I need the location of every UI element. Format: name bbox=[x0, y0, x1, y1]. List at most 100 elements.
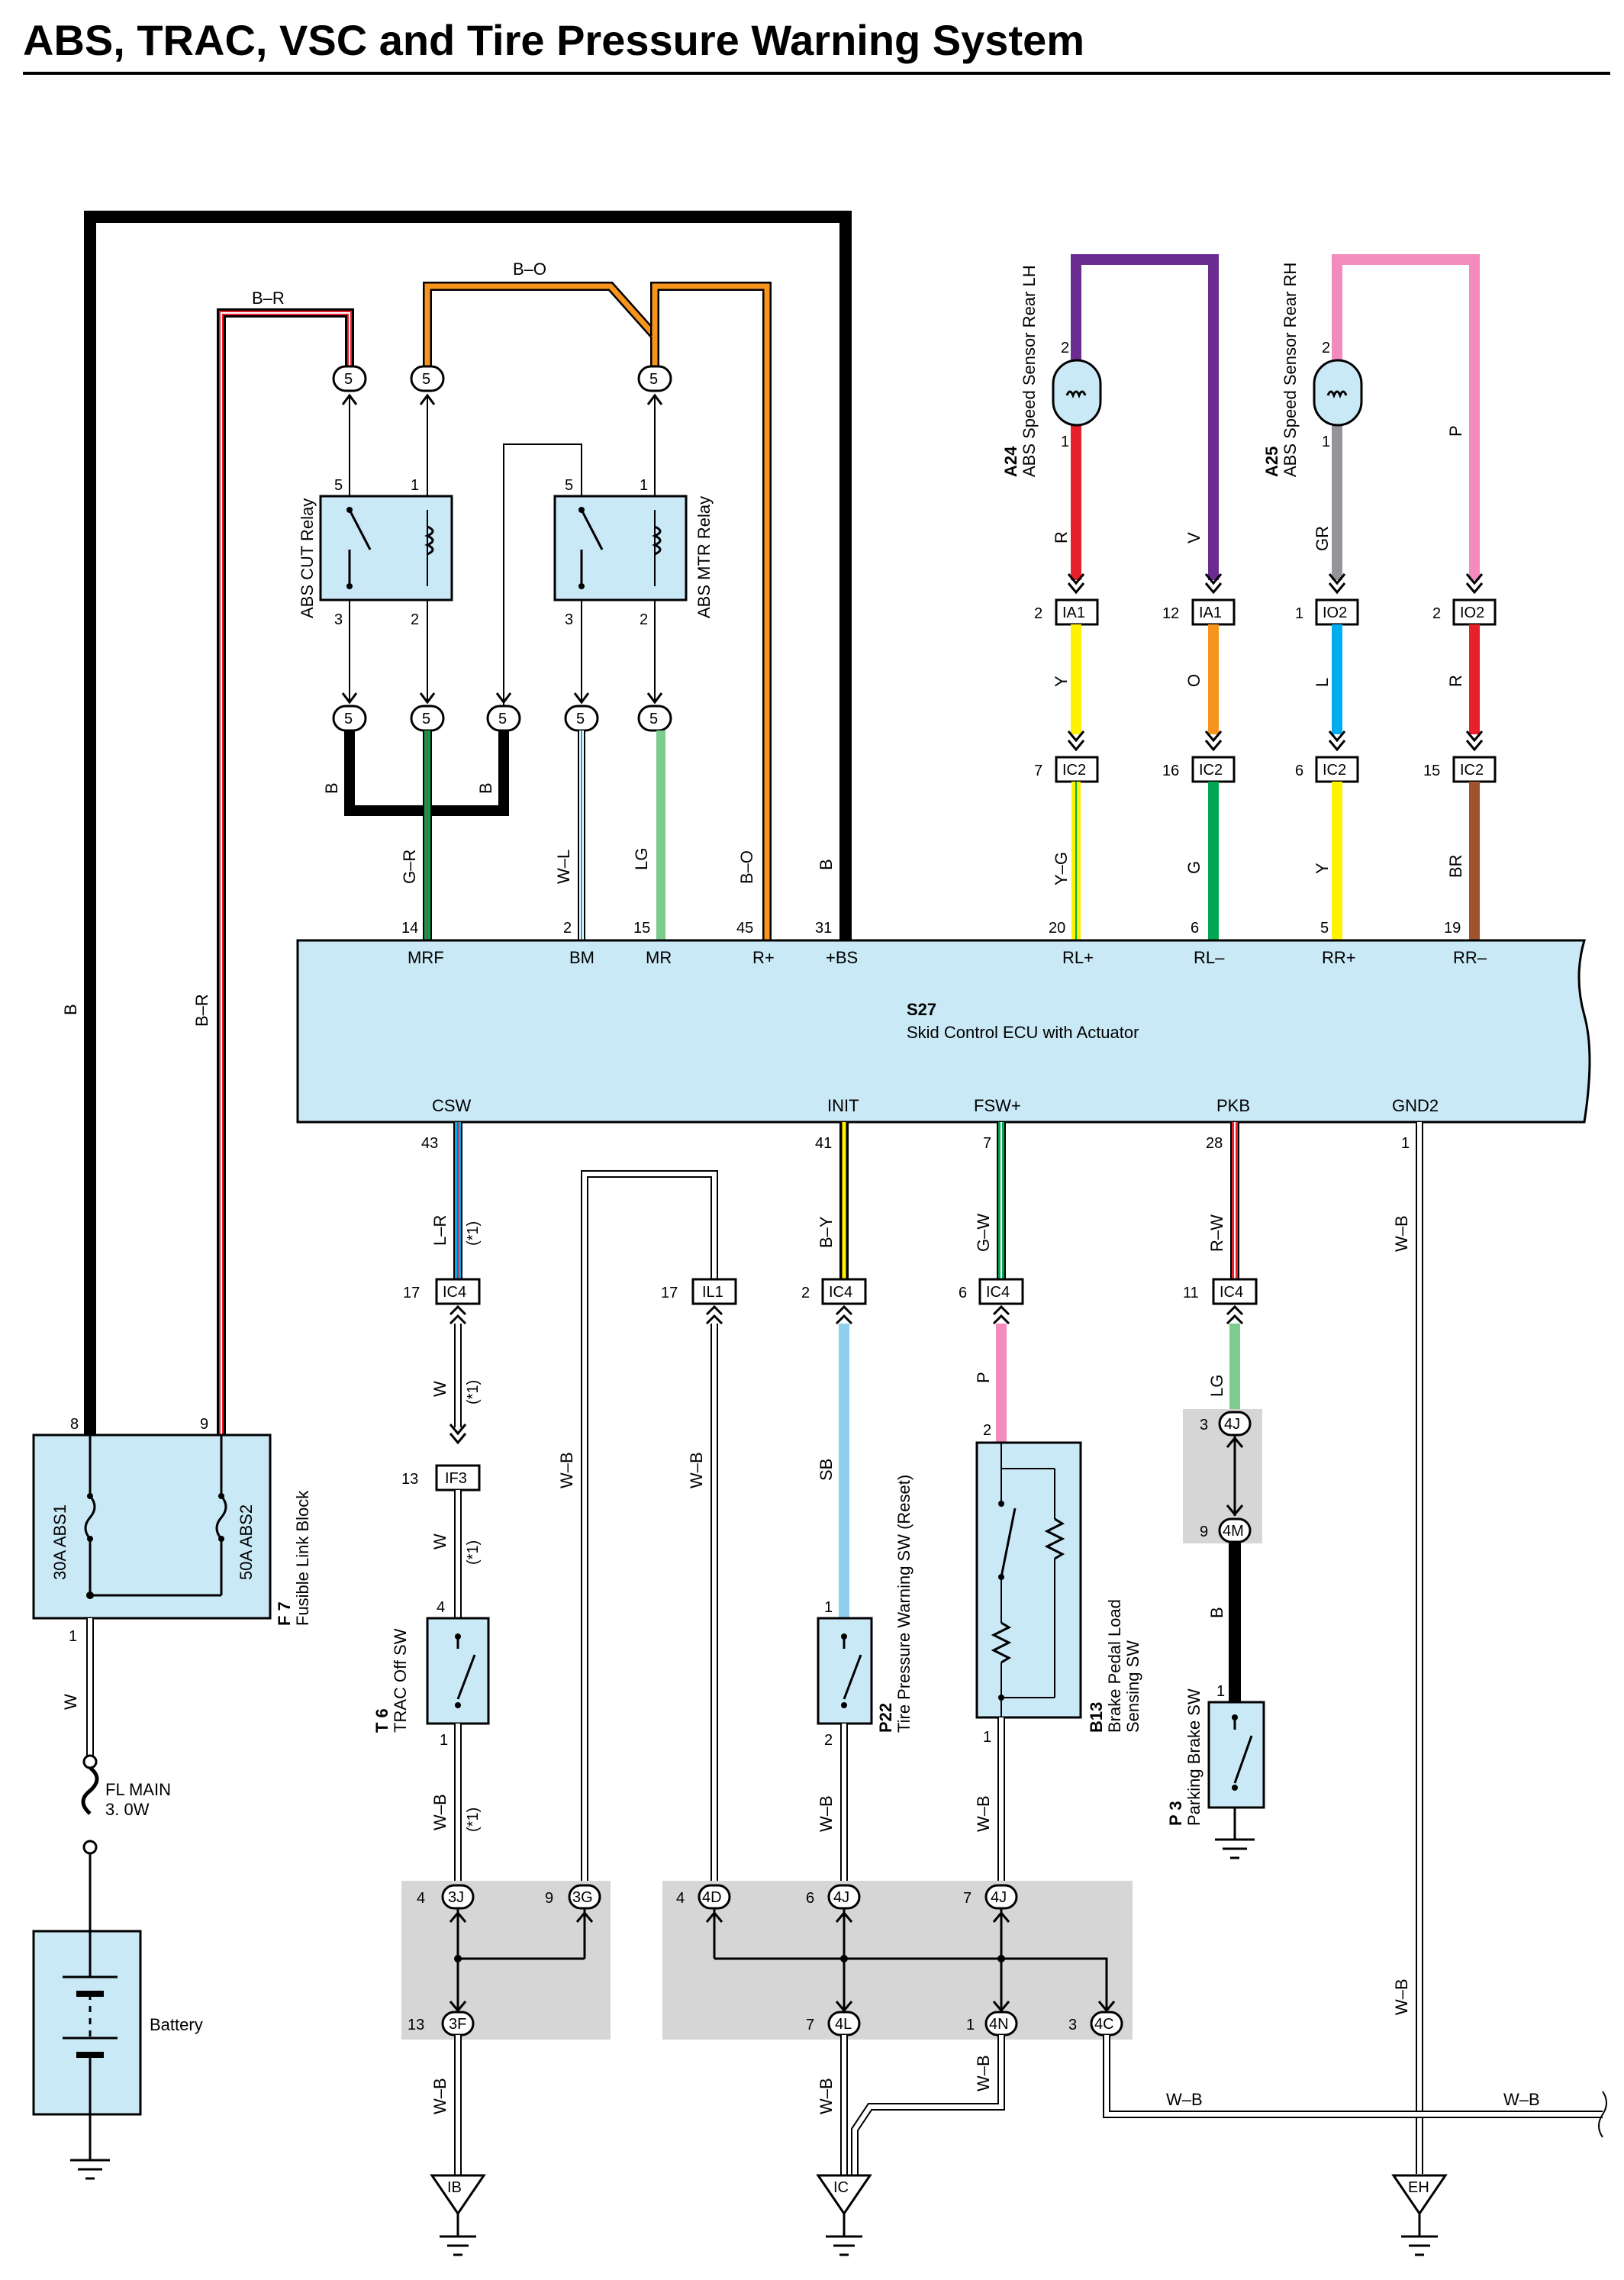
svg-text:7: 7 bbox=[963, 1890, 972, 1907]
relay-connector-bottom-3: 5 bbox=[486, 705, 521, 732]
svg-text:Y: Y bbox=[1052, 676, 1071, 687]
svg-text:L–R: L–R bbox=[430, 1215, 450, 1246]
svg-text:5: 5 bbox=[649, 711, 658, 727]
svg-text:5: 5 bbox=[344, 371, 353, 388]
connector-if3-13: IF3 13 bbox=[401, 1464, 481, 1492]
svg-text:R+: R+ bbox=[752, 948, 775, 967]
svg-text:W–B: W–B bbox=[817, 1795, 836, 1832]
svg-text:5: 5 bbox=[576, 711, 585, 727]
svg-text:Sensing SW: Sensing SW bbox=[1123, 1640, 1142, 1733]
ground-ib-icon: IB bbox=[430, 2174, 486, 2256]
svg-text:19: 19 bbox=[1444, 920, 1461, 937]
ground-icon bbox=[1215, 1808, 1255, 1859]
svg-text:28: 28 bbox=[1206, 1135, 1223, 1152]
svg-text:IC4: IC4 bbox=[986, 1284, 1010, 1301]
svg-text:2: 2 bbox=[824, 1732, 833, 1749]
svg-text:1: 1 bbox=[1322, 434, 1330, 450]
svg-text:6: 6 bbox=[806, 1890, 814, 1907]
svg-text:15: 15 bbox=[633, 920, 650, 937]
svg-text:INIT: INIT bbox=[827, 1096, 859, 1115]
diagram-title: ABS, TRAC, VSC and Tire Pressure Warning… bbox=[23, 16, 1084, 64]
trac-off-switch bbox=[426, 1617, 490, 1725]
svg-text:FSW+: FSW+ bbox=[974, 1096, 1021, 1115]
svg-text:5: 5 bbox=[565, 477, 573, 494]
svg-text:17: 17 bbox=[661, 1285, 678, 1301]
svg-text:1: 1 bbox=[966, 2017, 975, 2033]
svg-text:5: 5 bbox=[334, 477, 343, 494]
svg-text:B–O: B–O bbox=[737, 850, 756, 884]
svg-text:W–B: W–B bbox=[557, 1452, 576, 1488]
svg-text:R: R bbox=[1446, 675, 1465, 687]
wire-b-main bbox=[84, 211, 852, 1435]
svg-text:3: 3 bbox=[565, 611, 573, 628]
svg-text:LG: LG bbox=[1207, 1375, 1226, 1397]
junction-4j-3: 4J 3 bbox=[1200, 1411, 1252, 1437]
svg-text:IA1: IA1 bbox=[1062, 605, 1085, 621]
svg-text:3G: 3G bbox=[572, 1889, 593, 1906]
ecu-code: S27 bbox=[907, 1000, 936, 1019]
svg-text:20: 20 bbox=[1049, 920, 1065, 937]
connector-ic2-7: IC2 7 bbox=[1034, 756, 1099, 783]
svg-text:R: R bbox=[1052, 531, 1071, 543]
svg-text:5: 5 bbox=[344, 711, 353, 727]
svg-text:4J: 4J bbox=[991, 1889, 1007, 1906]
svg-text:9: 9 bbox=[200, 1416, 208, 1433]
svg-text:2: 2 bbox=[1322, 340, 1330, 356]
svg-text:R–W: R–W bbox=[1207, 1214, 1226, 1252]
svg-text:4M: 4M bbox=[1223, 1523, 1244, 1540]
connector-ic4-2: IC4 2 bbox=[801, 1278, 867, 1305]
svg-text:B13: B13 bbox=[1087, 1702, 1106, 1733]
abs-mtr-relay bbox=[553, 495, 688, 601]
svg-text:W–B: W–B bbox=[1392, 1978, 1411, 2015]
connector-ic4-11: IC4 11 bbox=[1183, 1278, 1258, 1305]
svg-text:GR: GR bbox=[1313, 526, 1332, 551]
svg-text:1: 1 bbox=[1295, 605, 1303, 622]
svg-text:RR–: RR– bbox=[1453, 948, 1487, 967]
svg-text:FL MAIN: FL MAIN bbox=[105, 1780, 171, 1799]
svg-text:RR+: RR+ bbox=[1322, 948, 1356, 967]
wire-p bbox=[1332, 254, 1480, 580]
svg-text:W–B: W–B bbox=[974, 2055, 993, 2091]
svg-text:1: 1 bbox=[69, 1628, 77, 1645]
ground-icon bbox=[70, 2114, 110, 2180]
svg-text:13: 13 bbox=[408, 2017, 424, 2033]
svg-text:4J: 4J bbox=[833, 1889, 849, 1906]
svg-text:8: 8 bbox=[70, 1416, 79, 1433]
svg-text:IB: IB bbox=[447, 2179, 462, 2196]
svg-text:7: 7 bbox=[1034, 763, 1042, 779]
svg-text:W: W bbox=[430, 1533, 450, 1550]
svg-text:16: 16 bbox=[1162, 763, 1179, 779]
wire-label-bo-top: B–O bbox=[513, 260, 546, 279]
svg-text:Y: Y bbox=[1313, 863, 1332, 874]
svg-text:+BS: +BS bbox=[826, 948, 858, 967]
svg-text:6: 6 bbox=[1191, 920, 1199, 937]
svg-text:W: W bbox=[430, 1381, 450, 1397]
svg-text:(*1): (*1) bbox=[465, 1540, 482, 1565]
svg-text:F 7: F 7 bbox=[275, 1601, 294, 1626]
svg-text:MR: MR bbox=[646, 948, 672, 967]
svg-text:4D: 4D bbox=[702, 1889, 722, 1906]
svg-text:1: 1 bbox=[640, 477, 648, 494]
svg-text:4: 4 bbox=[437, 1599, 445, 1616]
svg-text:G–W: G–W bbox=[974, 1214, 993, 1252]
svg-text:LG: LG bbox=[632, 848, 651, 870]
tire-pressure-warning-switch-label: Tire Pressure Warning SW (Reset) bbox=[894, 1475, 914, 1733]
junction-4j-6: 4J 6 bbox=[806, 1884, 861, 1910]
svg-text:IC2: IC2 bbox=[1062, 762, 1086, 779]
junction-4d-4: 4D4 bbox=[676, 1884, 731, 1910]
svg-text:W–B: W–B bbox=[1503, 2090, 1540, 2109]
svg-text:15: 15 bbox=[1423, 763, 1440, 779]
svg-text:3. 0W: 3. 0W bbox=[105, 1800, 150, 1819]
svg-text:PKB: PKB bbox=[1216, 1096, 1250, 1115]
svg-text:A24: A24 bbox=[1001, 446, 1020, 477]
svg-text:1: 1 bbox=[1061, 434, 1069, 450]
svg-text:W–B: W–B bbox=[687, 1452, 706, 1488]
connector-il1-17: IL1 17 bbox=[661, 1278, 737, 1305]
fl-main-fuse bbox=[81, 1754, 99, 1855]
junction-3j-4: 3J4 bbox=[417, 1884, 475, 1910]
trac-off-switch-label: TRAC Off SW bbox=[391, 1628, 410, 1733]
